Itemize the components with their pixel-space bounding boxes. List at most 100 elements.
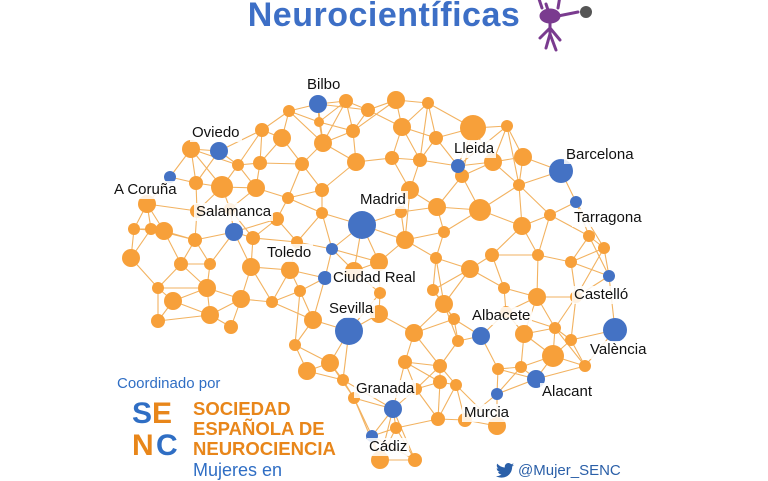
network-node [408, 453, 422, 467]
city-label-a-coruna: A Coruña [112, 181, 179, 199]
city-node [603, 270, 615, 282]
senc-name: SOCIEDAD ESPAÑOLA DE NEUROCIENCIA [193, 399, 336, 459]
network-node [189, 176, 203, 190]
network-node [314, 134, 332, 152]
network-node [598, 242, 610, 254]
network-node [242, 258, 260, 276]
network-node [387, 91, 405, 109]
network-node [492, 363, 504, 375]
network-node [266, 296, 278, 308]
network-node [346, 124, 360, 138]
network-node [211, 176, 233, 198]
network-node [232, 159, 244, 171]
network-node [515, 325, 533, 343]
network-node [513, 179, 525, 191]
twitter-handle-text: @Mujer_SENC [518, 462, 621, 479]
city-label-barcelona: Barcelona [564, 146, 636, 164]
network-node [204, 258, 216, 270]
network-node [273, 129, 291, 147]
city-node [549, 159, 573, 183]
network-node [413, 153, 427, 167]
network-node [246, 231, 260, 245]
city-label-madrid: Madrid [358, 191, 408, 209]
network-edge [252, 237, 298, 243]
network-edge [549, 214, 590, 237]
neuron-figure-icon [537, 0, 592, 52]
twitter-handle[interactable]: @Mujer_SENC [496, 462, 621, 479]
network-node [461, 260, 479, 278]
network-node [422, 97, 434, 109]
network-node [339, 94, 353, 108]
network-node [224, 320, 238, 334]
coordinated-by-label: Coordinado por [117, 375, 221, 392]
page-title: Neurocientíficas [247, 0, 521, 34]
city-label-salamanca: Salamanca [194, 203, 274, 221]
network-edge [419, 102, 429, 161]
svg-text:C: C [156, 429, 178, 459]
network-edge [392, 408, 416, 461]
network-node [438, 226, 450, 238]
network-node [498, 282, 510, 294]
network-node [544, 209, 556, 221]
city-node [318, 271, 332, 285]
network-edge [294, 290, 301, 346]
network-node [565, 334, 577, 346]
network-node [427, 284, 439, 296]
network-node [430, 252, 442, 264]
network-node [396, 231, 414, 249]
network-node [253, 156, 267, 170]
network-node [532, 249, 544, 261]
senc-name-line3: NEUROCIENCIA [193, 438, 336, 459]
network-node [164, 292, 182, 310]
network-node [304, 311, 322, 329]
city-node [570, 196, 582, 208]
network-node [485, 248, 499, 262]
city-node [210, 142, 228, 160]
network-node [155, 222, 173, 240]
network-node [390, 422, 402, 434]
network-node [347, 153, 365, 171]
network-node [145, 223, 157, 235]
city-node [164, 171, 176, 183]
network-node [405, 324, 423, 342]
network-node [515, 361, 527, 373]
network-node [188, 233, 202, 247]
network-node [174, 257, 188, 271]
network-edge [237, 129, 263, 166]
network-node [395, 206, 407, 218]
city-label-tarragona: Tarragona [572, 209, 644, 227]
network-node [501, 120, 513, 132]
city-label-cadiz: Cádiz [367, 438, 410, 456]
network-edge [496, 366, 522, 395]
network-node [452, 335, 464, 347]
network-node [281, 261, 299, 279]
network-node [431, 412, 445, 426]
network-node [337, 374, 349, 386]
senc-name-line2: ESPAÑOLA DE [193, 418, 325, 439]
city-label-alacant: Alacant [540, 383, 595, 401]
network-node [138, 195, 156, 213]
city-node [603, 318, 627, 342]
network-node [433, 375, 447, 389]
network-node [283, 105, 295, 117]
city-node [348, 211, 376, 239]
microphone-icon [580, 6, 592, 18]
network-node [315, 183, 329, 197]
network-node [583, 230, 595, 242]
network-edge [395, 418, 439, 429]
svg-text:S: S [132, 397, 152, 430]
city-label-bilbo: Bilbo [305, 76, 343, 94]
network-node [321, 354, 339, 372]
network-node [289, 339, 301, 351]
network-node [398, 355, 412, 369]
network-node [549, 322, 561, 334]
network-edge [296, 212, 323, 243]
network-node [448, 313, 460, 325]
network-node [435, 295, 453, 313]
twitter-bird-icon [496, 463, 514, 478]
network-node [361, 103, 375, 117]
city-node [225, 223, 243, 241]
network-node [370, 253, 388, 271]
city-label-oviedo: Oviedo [190, 124, 242, 142]
